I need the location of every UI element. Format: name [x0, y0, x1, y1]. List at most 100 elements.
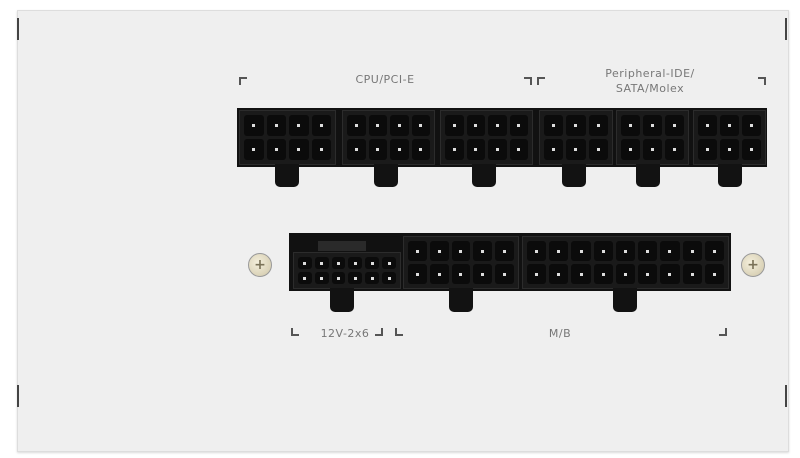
pin: [643, 139, 662, 160]
pin: [621, 139, 640, 160]
pin: [615, 241, 636, 261]
pin: [571, 264, 591, 284]
pin: [682, 241, 702, 261]
pin: [495, 264, 514, 284]
pin: [390, 115, 409, 136]
pin: [445, 115, 464, 136]
connector-m-b[interactable]: [522, 236, 729, 289]
pin: [244, 115, 264, 136]
panel-edge-mark: [785, 385, 787, 407]
pin: [720, 115, 739, 136]
pin: [298, 257, 312, 269]
connector-m-b[interactable]: [403, 236, 519, 289]
panel-edge-mark: [17, 18, 19, 40]
pin: [571, 241, 591, 261]
pin: [473, 264, 493, 284]
pin: [588, 139, 608, 160]
pin: [331, 272, 346, 284]
pin: [347, 115, 366, 136]
12v-2x6-label: 12V-2x6: [320, 327, 370, 340]
pin: [720, 139, 739, 160]
peripheral-label-line1: Peripheral-IDE/: [605, 67, 695, 80]
panel-edge-mark: [785, 18, 787, 40]
screw-icon: +: [741, 253, 765, 277]
connector-cpu-pci-e[interactable]: [342, 110, 435, 165]
pin: [408, 264, 427, 284]
pin: [451, 241, 471, 261]
connector-cpu-pci-e[interactable]: [239, 110, 336, 165]
pin: [615, 264, 636, 284]
pin: [588, 115, 608, 136]
pin: [411, 139, 430, 160]
pin: [348, 272, 363, 284]
connector-12v-2x6[interactable]: [293, 252, 401, 289]
pin: [348, 257, 363, 269]
connector-peripheral[interactable]: [539, 110, 613, 165]
connector-peripheral[interactable]: [693, 110, 766, 165]
pin: [314, 257, 329, 269]
pin: [544, 115, 564, 136]
bracket: [524, 77, 532, 85]
pin: [311, 139, 331, 160]
pin: [527, 241, 547, 261]
pin: [429, 241, 449, 261]
pin: [365, 257, 380, 269]
sense-pins: [318, 241, 366, 251]
connector-peripheral[interactable]: [616, 110, 689, 165]
pin: [660, 241, 680, 261]
bracket: [239, 77, 247, 85]
pin: [289, 139, 309, 160]
pin: [368, 115, 387, 136]
pin: [488, 139, 507, 160]
mb-label: M/B: [548, 327, 572, 340]
pin: [698, 139, 717, 160]
bracket: [537, 77, 545, 85]
latch-tab: [613, 288, 637, 312]
pin: [382, 272, 396, 284]
pin: [390, 139, 409, 160]
pin: [660, 264, 680, 284]
bracket: [758, 77, 766, 85]
latch-tab: [472, 164, 496, 187]
pin: [509, 115, 528, 136]
connector-cpu-pci-e[interactable]: [440, 110, 533, 165]
pin: [566, 139, 586, 160]
peripheral-label-line2: SATA/Molex: [615, 82, 685, 95]
latch-tab: [562, 164, 586, 187]
latch-tab: [449, 288, 473, 312]
pin: [368, 139, 387, 160]
pin: [742, 115, 761, 136]
pin: [266, 139, 286, 160]
pin: [593, 264, 613, 284]
pin: [549, 241, 569, 261]
latch-tab: [330, 288, 354, 312]
pin: [544, 139, 564, 160]
psu-panel: [17, 10, 789, 452]
pin: [593, 241, 613, 261]
screw-icon: +: [248, 253, 272, 277]
pin: [347, 139, 366, 160]
pin: [665, 115, 684, 136]
bracket: [291, 328, 299, 336]
bracket: [719, 328, 727, 336]
latch-tab: [374, 164, 398, 187]
pin: [445, 139, 464, 160]
bracket: [395, 328, 403, 336]
pin: [311, 115, 331, 136]
pin: [638, 241, 658, 261]
pin: [549, 264, 569, 284]
latch-tab: [718, 164, 742, 187]
pin: [682, 264, 702, 284]
pin: [298, 272, 312, 284]
pin: [244, 139, 264, 160]
bracket: [375, 328, 383, 336]
pin: [429, 264, 449, 284]
pin: [665, 139, 684, 160]
pin: [488, 115, 507, 136]
pin: [473, 241, 493, 261]
cpu-pcie-label: CPU/PCI-E: [355, 73, 415, 86]
pin: [621, 115, 640, 136]
pin: [331, 257, 346, 269]
pin: [451, 264, 471, 284]
pin: [411, 115, 430, 136]
